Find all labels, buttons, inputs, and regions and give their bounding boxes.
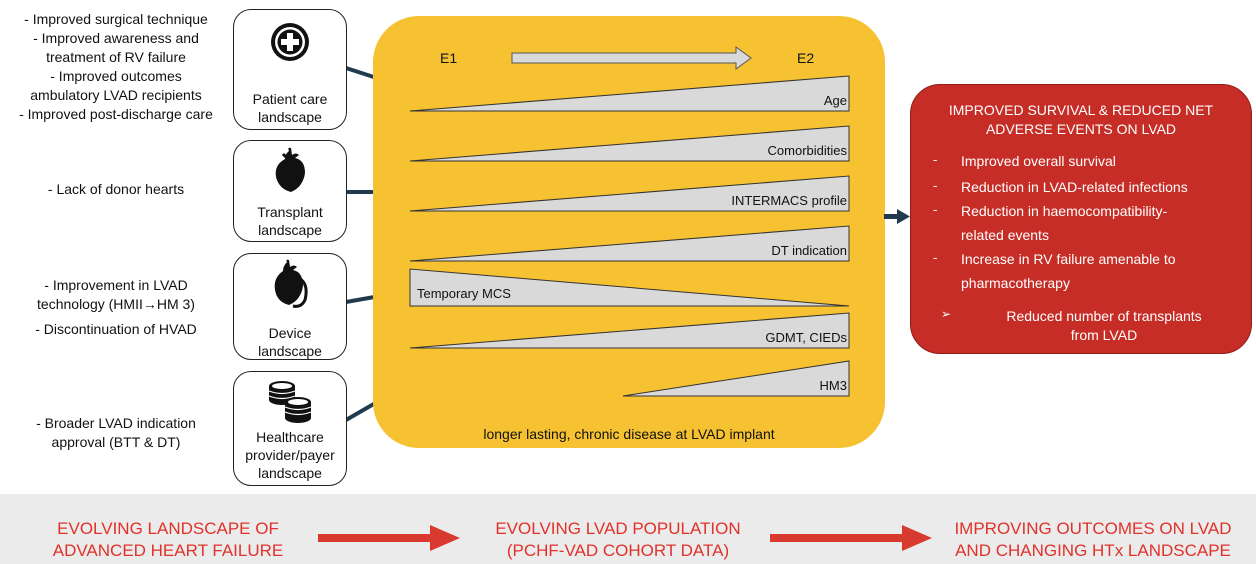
bottom-stage-line: (PCHF-VAD COHORT DATA): [506, 541, 730, 560]
flow-arrow: [770, 525, 932, 551]
factor-line: treatment of RV failure: [46, 49, 186, 65]
e1-label: E1: [440, 50, 458, 66]
bottom-stage-2: EVOLVING LVAD POPULATION (PCHF-VAD COHOR…: [468, 518, 768, 562]
bottom-stage-line: ADVANCED HEART FAILURE: [52, 541, 284, 560]
e2-label: E2: [797, 50, 815, 66]
factor-line: ambulatory LVAD recipients: [30, 87, 202, 103]
wedge-label: DT indication: [771, 243, 847, 258]
panel-footer: longer lasting, chronic disease at LVAD …: [483, 426, 775, 442]
flow-arrow: [318, 525, 460, 551]
outcome-title-line: ADVERSE EVENTS ON LVAD: [985, 121, 1177, 137]
box-label-line: landscape: [258, 222, 322, 238]
coins-icon: [268, 381, 312, 423]
box-label-line: landscape: [258, 465, 322, 481]
bottom-stage-line: EVOLVING LANDSCAPE OF: [57, 519, 279, 538]
box-label: Device landscape: [234, 324, 346, 360]
factor-line: - Discontinuation of HVAD: [35, 321, 197, 337]
heart-icon: [275, 147, 305, 192]
outcome-title-line: IMPROVED SURVIVAL & REDUCED NET: [948, 102, 1214, 118]
wedge-dt-indication: [409, 225, 850, 262]
box-label-line: Transplant: [257, 204, 323, 220]
bottom-stage-line: EVOLVING LVAD POPULATION: [495, 519, 741, 538]
factor-line: - Broader LVAD indication: [36, 415, 196, 431]
wedge-layer: [409, 46, 850, 397]
bottom-stage-1: EVOLVING LANDSCAPE OF ADVANCED HEART FAI…: [28, 518, 308, 562]
wedge-intermacs: [409, 175, 850, 212]
outcome-bullet-icon: ➢: [941, 307, 952, 321]
wedge-temporary-mcs: [409, 268, 850, 307]
wedge-label: GDMT, CIEDs: [765, 330, 847, 345]
wedge-gdmt: [409, 312, 850, 349]
outcome-dash: -: [933, 152, 938, 167]
bottom-stage-3: IMPROVING OUTCOMES ON LVAD AND CHANGING …: [930, 518, 1256, 562]
connector-line: [346, 190, 376, 194]
box-label-line: Device: [268, 325, 312, 341]
outcome-highlight-line: Reduced number of transplants: [1006, 308, 1202, 324]
outcome-highlight: Reduced number of transplants from LVAD: [969, 307, 1239, 345]
wedge-label: Comorbidities: [767, 143, 847, 158]
bottom-stage-line: AND CHANGING HTx LANDSCAPE: [955, 541, 1231, 560]
outcome-item: Reduction in haemocompatibility-: [961, 203, 1168, 219]
outcome-highlight-line: from LVAD: [1070, 327, 1138, 343]
factor-line: - Improved post-discharge care: [19, 106, 213, 122]
wedge-label: HM3: [819, 378, 847, 393]
outcome-item: Reduction in LVAD-related infections: [961, 179, 1188, 195]
outcome-arrow: [884, 209, 910, 224]
timeline-arrow: [511, 46, 752, 70]
factor-line: approval (BTT & DT): [51, 434, 181, 450]
box-label-line: Healthcare: [256, 429, 324, 445]
outcome-box: IMPROVED SURVIVAL & REDUCED NET ADVERSE …: [910, 84, 1252, 354]
outcome-item: related events: [961, 227, 1049, 243]
transplant-box: Transplant landscape: [233, 140, 347, 242]
factor-line: technology (HMII→HM 3): [37, 296, 195, 312]
device-box: Device landscape: [233, 253, 347, 360]
box-label-line: landscape: [258, 109, 322, 125]
wedge-label: Age: [823, 93, 847, 108]
healthcare-factors: - Broader LVAD indication approval (BTT …: [0, 414, 232, 452]
outcome-dash: -: [933, 202, 938, 217]
outcome-item: pharmacotherapy: [961, 275, 1070, 291]
plus-circle-icon: [271, 23, 309, 61]
outcome-item: Improved overall survival: [961, 153, 1116, 169]
factor-line: - Improvement in LVAD: [44, 277, 188, 293]
device-heart-icon: [274, 259, 308, 308]
box-label-line: Patient care: [252, 91, 328, 107]
patient-care-box: Patient care landscape: [233, 9, 347, 130]
wedge-hm3: [622, 360, 850, 397]
wedge-age: [409, 75, 850, 112]
outcome-item: Increase in RV failure amenable to: [961, 251, 1176, 267]
device-factors: - Improvement in LVAD technology (HMII→H…: [0, 276, 232, 339]
wedge-comorbidities: [409, 125, 850, 162]
factor-line: - Improved awareness and: [33, 30, 199, 46]
box-label-line: landscape: [258, 343, 322, 359]
wedge-label: Temporary MCS: [417, 286, 511, 301]
outcome-dash: -: [933, 178, 938, 193]
factor-line: - Lack of donor hearts: [47, 181, 185, 197]
box-label: Patient care landscape: [234, 90, 346, 126]
box-label: Transplant landscape: [234, 203, 346, 239]
factor-line: - Improved outcomes: [50, 68, 182, 84]
transplant-factors: - Lack of donor hearts: [0, 180, 232, 199]
outcome-dash: -: [933, 250, 938, 265]
wedge-label: INTERMACS profile: [731, 193, 847, 208]
box-label-line: provider/payer: [245, 447, 335, 463]
outcome-title: IMPROVED SURVIVAL & REDUCED NET ADVERSE …: [911, 101, 1251, 139]
patient-care-factors: - Improved surgical technique - Improved…: [0, 10, 232, 124]
bottom-stage-line: IMPROVING OUTCOMES ON LVAD: [954, 519, 1232, 538]
factor-line: - Improved surgical technique: [24, 11, 208, 27]
box-label: Healthcare provider/payer landscape: [234, 428, 346, 482]
healthcare-box: Healthcare provider/payer landscape: [233, 371, 347, 486]
lvad-population-panel: E1 E2 Age Comorbidities INTERMACS profil…: [373, 16, 885, 448]
